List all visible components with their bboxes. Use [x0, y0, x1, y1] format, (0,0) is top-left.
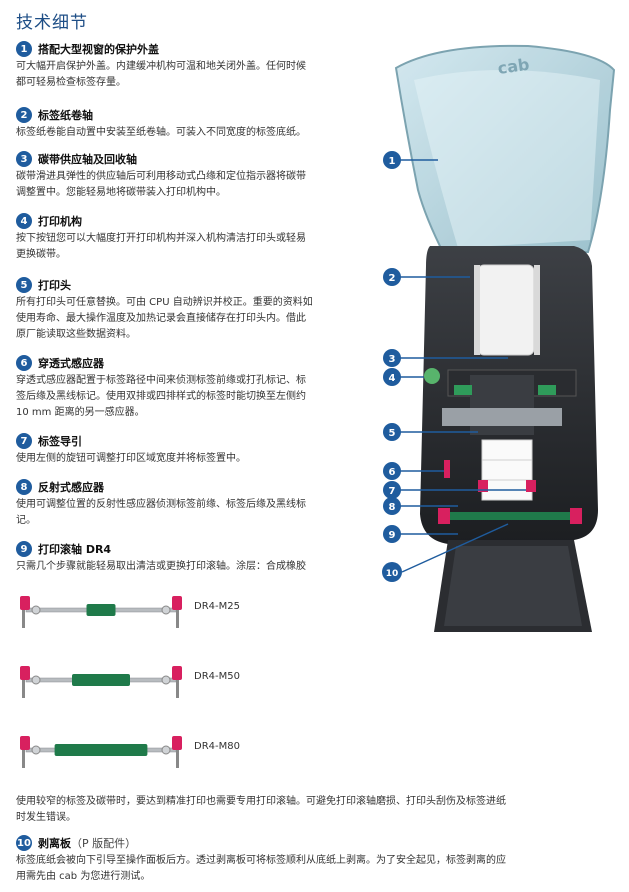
roller-dr4-m25: DR4-M25 — [16, 588, 246, 632]
roller-bearing — [31, 675, 41, 685]
svg-text:10: 10 — [386, 569, 399, 579]
feature-title: 碳带供应轴及回收轴 — [38, 153, 137, 166]
feature-9: 9 打印滚轴 DR4 只需几个步骤就能轻易取出清洁或更换打印滚轴。涂层：合成橡胶 — [16, 540, 368, 575]
feature-title: 搭配大型视窗的保护外盖 — [38, 43, 159, 56]
feature-number-badge: 4 — [16, 213, 32, 229]
feature-description: 可大幅开启保护外盖。内建缓冲机构可温和地关闭外盖。任何时候都可轻易检查标签存量。 — [16, 61, 306, 88]
svg-text:4: 4 — [389, 373, 396, 384]
roller-core — [86, 604, 116, 616]
svg-text:9: 9 — [389, 530, 396, 541]
roller-label: DR4-M25 — [194, 601, 240, 612]
callout-6: 6 — [383, 462, 444, 480]
feature-number-badge: 2 — [16, 107, 32, 123]
feature-description: 按下按钮您可以大幅度打开打印机构并深入机构清洁打印头或轻易更换碳带。 — [16, 233, 306, 260]
svg-text:2: 2 — [389, 273, 396, 284]
feature-number-badge: 8 — [16, 479, 32, 495]
roller-image — [20, 596, 182, 628]
roller-end-cap — [20, 596, 30, 610]
feature-number-badge: 10 — [16, 835, 32, 851]
callouts: 1 2 3 4 5 6 7 8 9 10 — [382, 151, 526, 582]
feature-5: 5 打印头 所有打印头可任意替换。可由 CPU 自动辨识并校正。重要的资料如使用寿… — [16, 276, 368, 343]
feature-title: 穿透式感应器 — [38, 357, 104, 370]
roller-core — [72, 674, 130, 686]
feature-description: 碳带滑进具弹性的供应轴后可利用移动式凸缘和定位指示器将碳带调整置中。您能轻易地将… — [16, 171, 306, 198]
roller-bearing — [161, 675, 171, 685]
feature-number-badge: 9 — [16, 541, 32, 557]
roller-label: DR4-M50 — [194, 671, 240, 682]
roller-end-cap — [20, 666, 30, 680]
roller-end-cap — [20, 736, 30, 750]
feature-title: 标签导引 — [38, 435, 82, 448]
callout-9: 9 — [383, 525, 458, 543]
svg-text:6: 6 — [389, 467, 396, 478]
callout-4: 4 — [383, 368, 424, 386]
roller-dr4-m50: DR4-M50 — [16, 658, 246, 702]
roller-bearing — [161, 605, 171, 615]
roller-pin — [176, 750, 179, 768]
label-roll — [477, 264, 535, 356]
roller-label: DR4-M80 — [194, 741, 240, 752]
feature-number-badge: 7 — [16, 433, 32, 449]
feature-title: 打印头 — [38, 279, 71, 292]
svg-text:1: 1 — [389, 156, 396, 167]
roller-image — [20, 736, 182, 768]
roller-pin — [176, 610, 179, 628]
feature-description: 只需几个步骤就能轻易取出清洁或更换打印滚轴。涂层：合成橡胶 — [16, 561, 306, 572]
feature-title: 反射式感应器 — [38, 481, 104, 494]
roller-bearing — [31, 745, 41, 755]
callout-8: 8 — [383, 497, 458, 515]
label-strip — [481, 439, 533, 501]
svg-text:3: 3 — [389, 354, 396, 365]
feature-description: 穿透式感应器配置于标签路径中间来侦测标签前缘或打孔标记、标签后缘及黑线标记。使用… — [16, 375, 306, 418]
feature-10: 10 剥离板（P 版配件） 标签底纸会被向下引导至操作面板后方。透过剥离板可将标签… — [16, 834, 616, 885]
callout-1: 1 — [383, 151, 438, 169]
roller-pin — [22, 610, 25, 628]
roller-pin — [176, 680, 179, 698]
feature-title: 剥离板（P 版配件） — [38, 837, 137, 850]
roller-end-cap — [172, 596, 182, 610]
roller-end-cap — [172, 666, 182, 680]
roller-bearing — [31, 605, 41, 615]
callout-3: 3 — [383, 349, 508, 367]
feature-description: 使用可调整位置的反射性感应器侦测标签前缘、标签后缘及黑线标记。 — [16, 499, 306, 526]
feature-7: 7 标签导引 使用左侧的旋钮可调整打印区域宽度并将标签置中。 — [16, 432, 368, 467]
callout-2: 2 — [383, 268, 470, 286]
feature-8: 8 反射式感应器 使用可调整位置的反射性感应器侦测标签前缘、标签后缘及黑线标记。 — [16, 478, 368, 529]
feature-number-badge: 5 — [16, 277, 32, 293]
page-title: 技术细节 — [16, 13, 88, 33]
roller-dr4-m80: DR4-M80 — [16, 728, 246, 772]
feature-title: 打印机构 — [38, 215, 82, 228]
callout-5: 5 — [383, 423, 478, 441]
svg-text:8: 8 — [389, 502, 396, 513]
narrow-roller-note: 使用较窄的标签及碳带时，要达到精准打印也需要专用打印滚轴。可避免打印滚轴磨损、打… — [16, 796, 506, 823]
callout-7: 7 — [383, 481, 526, 499]
feature-title: 打印滚轴 DR4 — [38, 543, 112, 556]
feature-description: 所有打印头可任意替换。可由 CPU 自动辨识并校正。重要的资料如使用寿命、最大操… — [16, 297, 313, 340]
roller-core — [54, 744, 148, 756]
roller-bearing — [161, 745, 171, 755]
printer-illustration: cab 1 2 3 4 5 6 7 8 9 10 — [382, 44, 616, 632]
roller-image — [20, 666, 182, 698]
print-roller — [446, 512, 574, 520]
roller-end-cap — [172, 736, 182, 750]
feature-2: 2 标签纸卷轴 标签纸卷能自动置中安装至纸卷轴。可装入不同宽度的标签底纸。 — [16, 106, 368, 141]
feature-6: 6 穿透式感应器 穿透式感应器配置于标签路径中间来侦测标签前缘或打孔标记、标签后缘… — [16, 354, 368, 421]
callout-10: 10 — [382, 523, 509, 582]
feature-description: 标签底纸会被向下引导至操作面板后方。透过剥离板可将标签顺利从底纸上剥离。为了安全… — [16, 855, 506, 882]
open-button — [424, 368, 440, 384]
cab-logo: cab — [496, 55, 530, 78]
feature-description: 标签纸卷能自动置中安装至纸卷轴。可装入不同宽度的标签底纸。 — [16, 127, 306, 138]
feature-1: 1 搭配大型视窗的保护外盖 可大幅开启保护外盖。内建缓冲机构可温和地关闭外盖。任何… — [16, 40, 368, 91]
feature-number-badge: 6 — [16, 355, 32, 371]
feature-number-badge: 3 — [16, 151, 32, 167]
feature-title: 标签纸卷轴 — [38, 109, 93, 122]
svg-text:5: 5 — [389, 428, 396, 439]
roller-pin — [22, 680, 25, 698]
svg-text:7: 7 — [389, 486, 396, 497]
feature-description: 使用左侧的旋钮可调整打印区域宽度并将标签置中。 — [16, 453, 246, 464]
feature-number-badge: 1 — [16, 41, 32, 57]
roller-pin — [22, 750, 25, 768]
feature-4: 4 打印机构 按下按钮您可以大幅度打开打印机构并深入机构清洁打印头或轻易更换碳带。 — [16, 212, 368, 263]
feature-3: 3 碳带供应轴及回收轴 碳带滑进具弹性的供应轴后可利用移动式凸缘和定位指示器将碳带… — [16, 150, 368, 201]
